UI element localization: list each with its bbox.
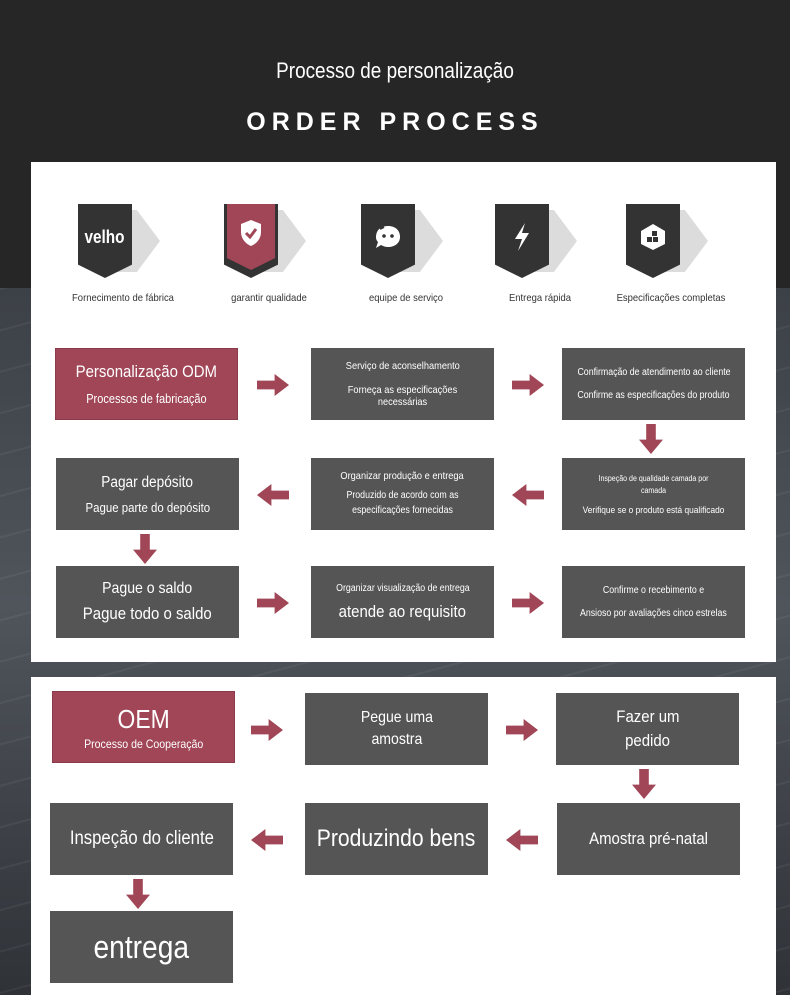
oem-producing-box: Produzindo bens: [305, 803, 488, 875]
oem-sample-box: Pegue uma amostra: [305, 693, 488, 765]
odm-view-box: Organizar visualização de entrega atende…: [311, 566, 494, 638]
lightning-icon: [495, 204, 549, 278]
oem-delivery-box: entrega: [50, 911, 233, 983]
shield-check-icon: [224, 204, 278, 278]
feature-factory: velho Fornecimento de fábrica: [58, 204, 188, 306]
feature-label: Fornecimento de fábrica: [72, 292, 174, 304]
blocks-icon: [626, 204, 680, 278]
odm-confirm-box: Confirmação de atendimento ao cliente Co…: [562, 348, 745, 420]
feature-label: Entrega rápida: [508, 292, 571, 304]
odm-advice-box: Serviço de aconselhamento Forneça as esp…: [311, 348, 494, 420]
feature-label: equipe de serviço: [368, 292, 444, 304]
odm-balance-box: Pague o saldo Pague todo o saldo: [56, 566, 239, 638]
feature-quality: garantir qualidade: [204, 204, 334, 306]
odm-start-box: Personalização ODM Processos de fabricaç…: [55, 348, 238, 420]
oem-order-box: Fazer um pedido: [556, 693, 739, 765]
odm-production-box: Organizar produção e entrega Produzido d…: [311, 458, 494, 530]
odm-receipt-box: Confirme o recebimento e Ansioso por ava…: [562, 566, 745, 638]
oem-start-box: OEM Processo de Cooperação: [52, 691, 235, 763]
oem-prenatal-box: Amostra pré-natal: [557, 803, 740, 875]
chat-bubble-face-icon: [361, 204, 415, 278]
page-subtitle: ORDER PROCESS: [246, 108, 544, 136]
feature-specs: Especificações completas: [606, 204, 736, 306]
odm-inspection-box: Inspeção de qualidade camada por camada …: [562, 458, 745, 530]
feature-label: Especificações completas: [616, 292, 726, 304]
velho-badge-icon: velho: [78, 204, 132, 278]
feature-label: garantir qualidade: [231, 292, 307, 304]
odm-deposit-box: Pagar depósito Pague parte do depósito: [56, 458, 239, 530]
oem-inspection-box: Inspeção do cliente: [50, 803, 233, 875]
feature-fast-delivery: Entrega rápida: [475, 204, 605, 306]
feature-service: equipe de serviço: [341, 204, 471, 306]
page-title: Processo de personalização: [276, 58, 514, 83]
